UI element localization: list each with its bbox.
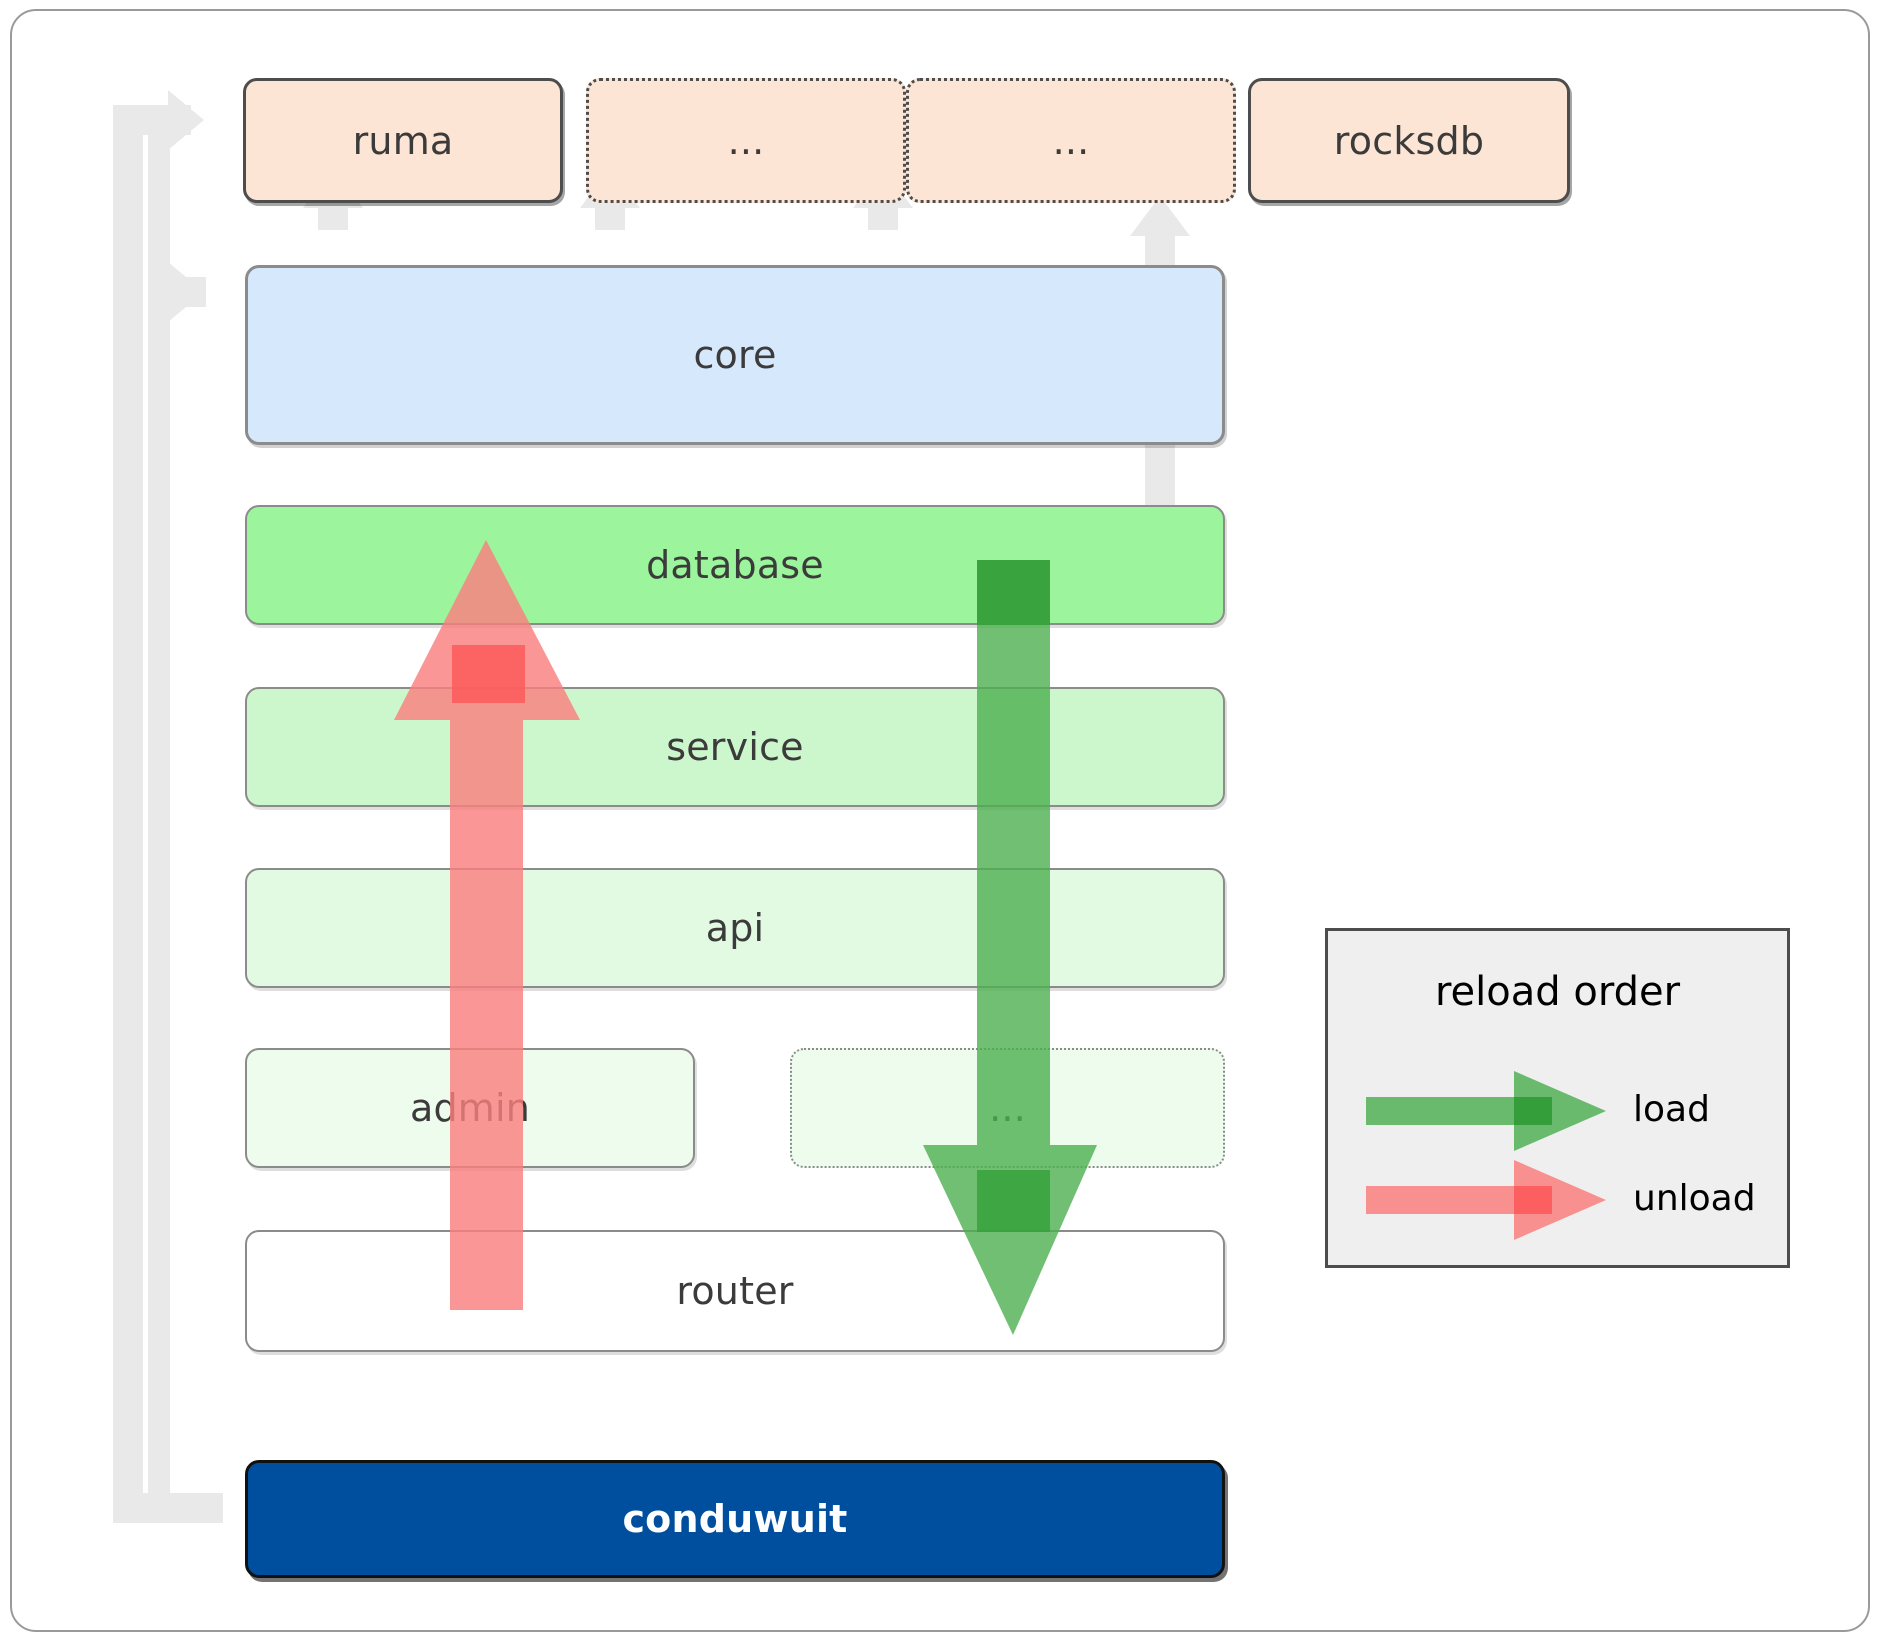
node-conduwuit[interactable]: conduwuit bbox=[245, 1460, 1225, 1578]
node-top-ellipsis-1[interactable]: ... bbox=[586, 78, 906, 203]
node-conduwuit-label: conduwuit bbox=[622, 1497, 848, 1541]
legend-load-arrow bbox=[1366, 1071, 1606, 1155]
legend-unload-label: unload bbox=[1633, 1178, 1756, 1219]
connector-trunk-bottom-horizontal bbox=[113, 1493, 223, 1523]
unload-arrow-overlap bbox=[452, 645, 525, 703]
node-database[interactable]: database bbox=[245, 505, 1225, 625]
connector-branch-inner-vertical bbox=[148, 105, 170, 1523]
node-api[interactable]: api bbox=[245, 868, 1225, 988]
node-ruma[interactable]: ruma bbox=[243, 78, 563, 203]
load-arrow-overlap-database bbox=[977, 560, 1050, 625]
legend-unload-arrow bbox=[1366, 1160, 1606, 1244]
node-top-ellipsis-2[interactable]: ... bbox=[906, 78, 1236, 203]
node-top-ellipsis-1-label: ... bbox=[727, 118, 765, 163]
node-router-label: router bbox=[676, 1269, 794, 1313]
node-core-label: core bbox=[693, 333, 777, 377]
node-rocksdb-label: rocksdb bbox=[1333, 118, 1485, 163]
node-rocksdb[interactable]: rocksdb bbox=[1248, 78, 1570, 203]
node-api-label: api bbox=[705, 906, 765, 950]
unload-flow-arrow bbox=[388, 540, 588, 1310]
connector-arrow-to-core bbox=[168, 262, 204, 322]
node-top-ellipsis-2-label: ... bbox=[1052, 118, 1090, 163]
node-ruma-label: ruma bbox=[352, 118, 454, 163]
node-service-label: service bbox=[666, 725, 804, 769]
node-router[interactable]: router bbox=[245, 1230, 1225, 1352]
legend-load-label: load bbox=[1633, 1089, 1710, 1130]
legend-title: reload order bbox=[1434, 969, 1681, 1015]
connector-trunk-vertical bbox=[113, 105, 143, 1523]
legend-box: reload order load unload bbox=[1325, 928, 1790, 1268]
load-arrow-overlap-router bbox=[977, 1170, 1050, 1232]
connector-arrow-to-ruma bbox=[168, 90, 204, 150]
node-core[interactable]: core bbox=[245, 265, 1225, 445]
node-database-label: database bbox=[646, 543, 824, 587]
load-flow-arrow bbox=[905, 560, 1105, 1335]
